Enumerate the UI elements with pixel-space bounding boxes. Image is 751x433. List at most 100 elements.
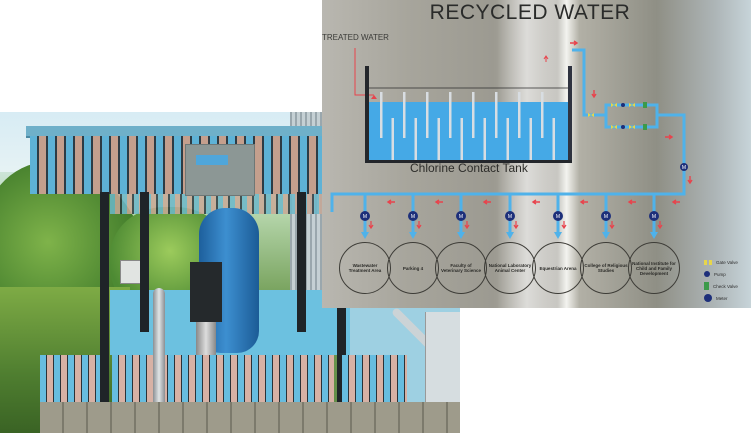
pump-motor bbox=[190, 262, 222, 322]
flow-arrow-left-icon bbox=[434, 199, 443, 205]
meter-icon bbox=[704, 294, 712, 302]
tank-water bbox=[369, 102, 568, 160]
tank-floor bbox=[365, 160, 572, 163]
destination-4: National Laboratory Animal Center bbox=[484, 242, 536, 294]
down-arrow-icon bbox=[602, 232, 610, 239]
baffle bbox=[391, 118, 394, 160]
baffle bbox=[506, 118, 509, 160]
baffle bbox=[552, 118, 555, 160]
manifold-components: M bbox=[588, 102, 688, 171]
legend-item: Gate Valve bbox=[704, 256, 750, 268]
destination-2: Parking 4 bbox=[387, 242, 439, 294]
canopy-slats-lower bbox=[110, 194, 322, 214]
inlet-arrow bbox=[371, 95, 377, 99]
down-arrow-icon bbox=[457, 232, 465, 239]
meter-icon bbox=[601, 211, 611, 221]
destination-3: Faculty of Veterinary Science bbox=[435, 242, 487, 294]
flow-arrow-down-icon bbox=[368, 221, 374, 230]
flow-arrow-down-icon bbox=[513, 221, 519, 230]
flow-arrow-left-icon bbox=[386, 199, 395, 205]
down-arrow-icon bbox=[650, 232, 658, 239]
destination-label: National Laboratory Animal Center bbox=[488, 263, 532, 273]
destination-6: College of Religious Studies bbox=[580, 242, 632, 294]
baffle bbox=[529, 118, 532, 160]
destination-label: Equestrian Arena bbox=[539, 265, 577, 271]
flow-arrow-down-icon bbox=[561, 221, 567, 230]
mounted-sign bbox=[185, 144, 255, 196]
destination-5: Equestrian Arena bbox=[532, 242, 584, 294]
flow-arrow-down-icon bbox=[591, 90, 597, 99]
destination-label: Parking 4 bbox=[402, 265, 424, 271]
pump-manifold bbox=[600, 103, 659, 129]
meter-icon bbox=[680, 163, 688, 171]
legend-label: Check Valve bbox=[713, 283, 738, 289]
baffle bbox=[472, 92, 475, 138]
flow-arrow-down-icon bbox=[609, 221, 615, 230]
meter-label: M bbox=[411, 214, 415, 220]
gate-valve-icon bbox=[629, 125, 635, 129]
tank-wall-left bbox=[365, 66, 369, 162]
flow-arrow-up-icon bbox=[543, 55, 549, 62]
flow-arrow-right-icon bbox=[665, 134, 674, 140]
check-valve-icon bbox=[643, 124, 647, 130]
flow-arrow-down-icon bbox=[687, 176, 693, 185]
baffle bbox=[541, 92, 544, 138]
pump-icon bbox=[621, 125, 625, 129]
flow-arrow-left-icon bbox=[627, 199, 636, 205]
gate-valve-icon bbox=[611, 103, 617, 107]
tank-outlet-pipe bbox=[572, 48, 600, 117]
flow-arrow-left-icon bbox=[531, 199, 540, 205]
destination-label: National Institute for Child and Family … bbox=[632, 260, 676, 276]
check-valve-icon bbox=[643, 102, 647, 108]
check-valve-icon bbox=[704, 282, 709, 290]
tank-wall-right bbox=[568, 66, 572, 162]
meter-label: M bbox=[363, 214, 367, 220]
meter-icon bbox=[649, 211, 659, 221]
flow-arrows bbox=[386, 40, 693, 205]
meter-icon bbox=[505, 211, 515, 221]
destination-label: Wastewater Treatment Area bbox=[348, 263, 382, 273]
legend-label: Gate Valve bbox=[716, 259, 738, 265]
gate-valve-icon bbox=[611, 125, 617, 129]
flow-arrow-down-icon bbox=[416, 221, 422, 230]
legend-label: Pump bbox=[714, 271, 726, 277]
ac-unit bbox=[425, 312, 460, 407]
canopy-slats bbox=[30, 136, 323, 194]
baffle bbox=[518, 92, 521, 138]
treated-water-label: TREATED WATER bbox=[322, 33, 389, 42]
baffle bbox=[483, 118, 486, 160]
paving bbox=[40, 402, 460, 433]
canopy-post bbox=[140, 192, 149, 332]
destination-1: Wastewater Treatment Area bbox=[339, 242, 391, 294]
baffle bbox=[426, 92, 429, 138]
baffle bbox=[414, 118, 417, 160]
baffle bbox=[437, 118, 440, 160]
flow-arrow-left-icon bbox=[579, 199, 588, 205]
meter-icon bbox=[360, 211, 370, 221]
down-arrow-icon bbox=[409, 232, 417, 239]
flow-arrow-left-icon bbox=[482, 199, 491, 205]
gate-valve-icon bbox=[588, 113, 594, 117]
steel-pipe bbox=[153, 288, 165, 433]
destination-label: Faculty of Veterinary Science bbox=[440, 263, 482, 273]
flow-arrow-down-icon bbox=[657, 221, 663, 230]
legend-item: Meter bbox=[704, 292, 750, 304]
canopy-post bbox=[337, 307, 346, 417]
meter-icon bbox=[408, 211, 418, 221]
flow-arrow-right-icon bbox=[570, 40, 579, 46]
down-arrow-icon bbox=[554, 232, 562, 239]
baffle bbox=[460, 118, 463, 160]
distribution-main bbox=[330, 113, 686, 212]
fence bbox=[112, 355, 334, 405]
destination-label: College of Religious Studies bbox=[584, 263, 628, 273]
baffles bbox=[371, 92, 555, 160]
flow-arrow-left-icon bbox=[671, 199, 680, 205]
meter-label: M bbox=[604, 214, 608, 220]
meter-icon bbox=[456, 211, 466, 221]
meter-label: M bbox=[682, 165, 686, 171]
pump-icon bbox=[704, 271, 710, 277]
fence bbox=[342, 355, 407, 405]
